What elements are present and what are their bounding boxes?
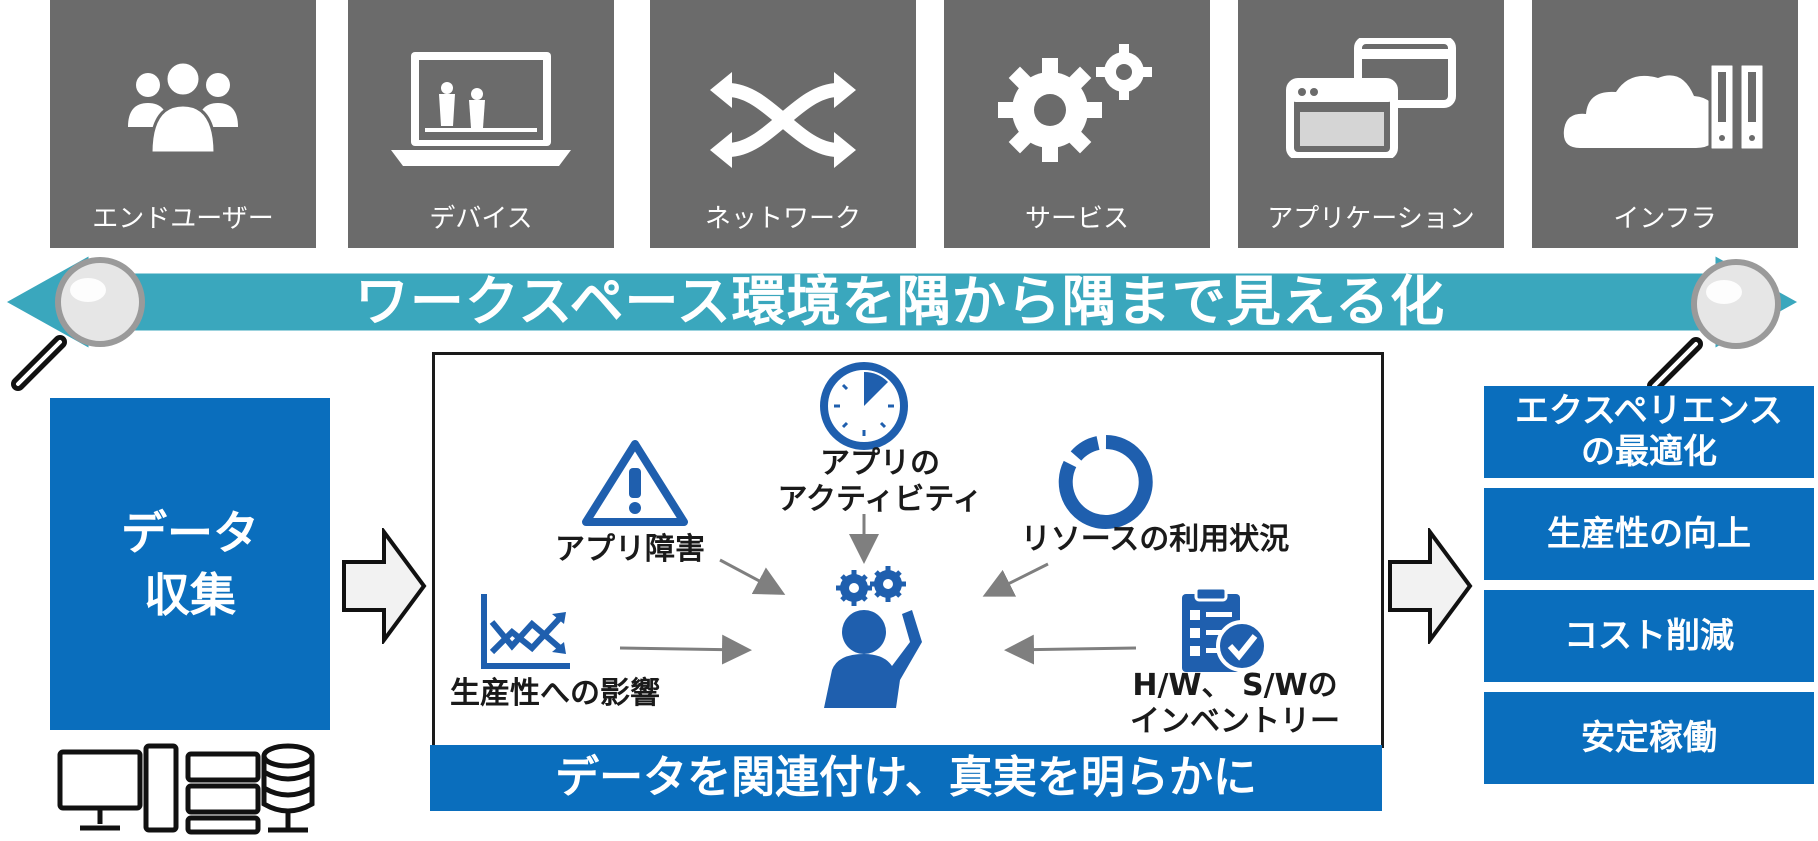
tile-service: サービス	[944, 0, 1210, 248]
tile-label: ネットワーク	[704, 204, 861, 234]
warning-icon	[582, 440, 688, 526]
thinking-person-icon	[824, 566, 922, 708]
tile-label: エンドユーザー	[92, 204, 274, 234]
tile-device: デバイス	[348, 0, 614, 248]
banner-text: ワークスペース環境を隅から隅まで見える化	[354, 270, 1446, 333]
outcome-cost: コスト削減	[1484, 590, 1814, 682]
outcome-label: コスト削減	[1564, 615, 1734, 656]
users-icon	[128, 60, 238, 155]
tile-network: ネットワーク	[650, 0, 916, 248]
tile-infra: インフラ	[1532, 0, 1798, 248]
outcome-stability: 安定稼働	[1484, 692, 1814, 784]
arrow-right-hollow-2	[1388, 528, 1473, 644]
checklist-icon	[1182, 586, 1268, 672]
data-collection-box: データ 収集	[50, 398, 330, 730]
network-arrows-icon	[710, 72, 856, 168]
outcome-label: 安定稼働	[1581, 717, 1717, 758]
data-collection-label: データ 収集	[121, 505, 259, 622]
tile-application: アプリケーション	[1238, 0, 1504, 248]
clock-icon	[820, 362, 908, 450]
outcome-experience: エクスペリエンス の最適化	[1484, 386, 1814, 478]
tile-label: アプリケーション	[1267, 204, 1475, 234]
donut-icon	[1058, 435, 1153, 529]
tile-label: インフラ	[1613, 204, 1717, 234]
banner: ワークスペース環境を隅から隅まで見える化	[30, 266, 1770, 338]
magnifier-right-icon	[1647, 259, 1781, 393]
outcome-productivity: 生産性の向上	[1484, 488, 1814, 580]
label-resource-usage: リソースの利用状況	[1020, 522, 1290, 557]
correlation-panel	[432, 352, 1384, 748]
label-app-failure: アプリ障害	[555, 532, 705, 567]
cloud-servers-icon	[1563, 62, 1766, 152]
label-inventory: H/W、 S/Wの インベントリー	[1130, 668, 1340, 739]
tile-label: サービス	[1024, 204, 1129, 234]
correlation-caption: データを関連付け、真実を明らかに	[430, 745, 1382, 811]
laptop-icon	[391, 52, 571, 166]
tile-end-user: エンドユーザー	[50, 0, 316, 248]
line-chart-icon	[481, 594, 570, 669]
label-app-activity: アプリの アクティビティ	[777, 446, 983, 517]
magnifier-left-icon	[11, 257, 145, 391]
gears-icon	[998, 44, 1152, 162]
outcome-label: 生産性の向上	[1547, 513, 1751, 554]
outcome-label: エクスペリエンス の最適化	[1515, 391, 1783, 472]
arrow-right-hollow-1	[342, 528, 427, 644]
label-productivity-impact: 生産性への影響	[450, 676, 660, 711]
devices-icon	[57, 743, 315, 835]
tile-label: デバイス	[429, 204, 533, 234]
windows-icon	[1286, 38, 1456, 158]
